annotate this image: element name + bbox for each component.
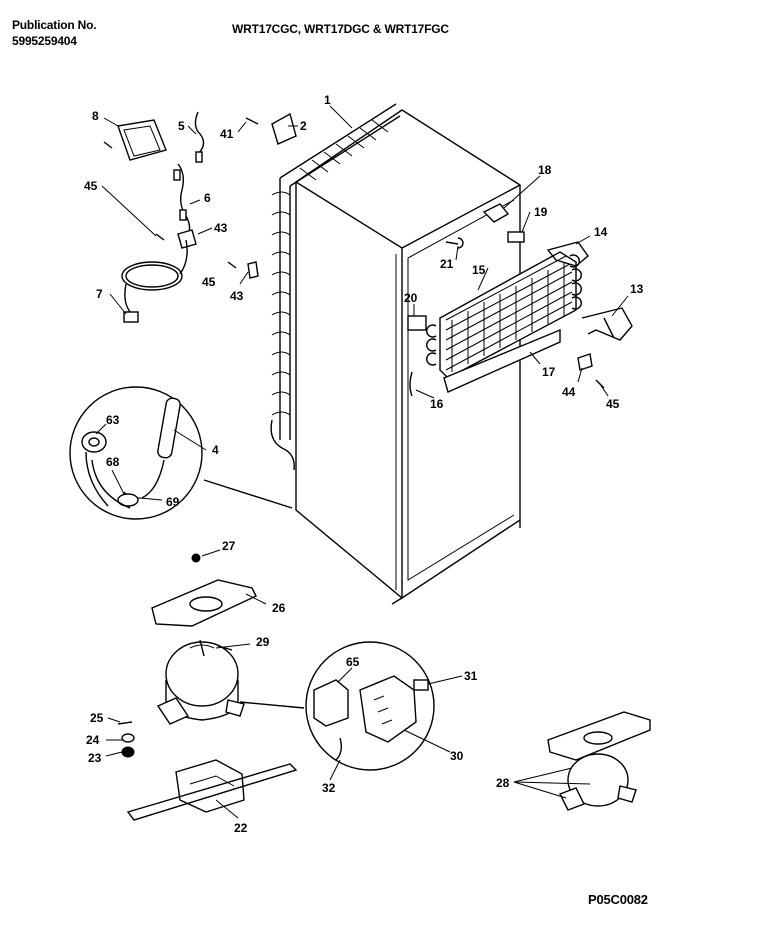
callout-20: 20 bbox=[404, 291, 418, 305]
leader-lines bbox=[95, 105, 629, 819]
screw-41 bbox=[245, 117, 259, 125]
callout-25: 25 bbox=[90, 711, 104, 725]
callout-19: 19 bbox=[534, 205, 548, 219]
heater-bracket bbox=[546, 241, 589, 267]
callout-27: 27 bbox=[222, 539, 236, 553]
fuse-block bbox=[507, 231, 525, 243]
callout-45-mid: 45 bbox=[202, 275, 216, 289]
drain-trough bbox=[443, 328, 561, 393]
callout-30: 30 bbox=[450, 749, 464, 763]
callout-32: 32 bbox=[322, 781, 336, 795]
callout-5: 5 bbox=[178, 119, 185, 133]
screw-45-left bbox=[155, 233, 165, 241]
callout-63: 63 bbox=[106, 413, 120, 427]
callout-2: 2 bbox=[300, 119, 307, 133]
callout-45-top: 45 bbox=[84, 179, 98, 193]
callout-69: 69 bbox=[166, 495, 180, 509]
start-relay bbox=[359, 675, 417, 743]
fan-clip bbox=[581, 307, 633, 341]
evaporator-coil bbox=[426, 251, 582, 379]
callout-13: 13 bbox=[630, 282, 644, 296]
callout-17: 17 bbox=[542, 365, 556, 379]
callout-6: 6 bbox=[204, 191, 211, 205]
callout-18: 18 bbox=[538, 163, 552, 177]
grommet-27 bbox=[191, 553, 201, 563]
compressor bbox=[156, 639, 245, 725]
callout-4: 4 bbox=[212, 443, 219, 457]
bracket-2 bbox=[271, 112, 297, 145]
clip-43-upper bbox=[177, 229, 197, 249]
callout-14: 14 bbox=[594, 225, 608, 239]
callout-68: 68 bbox=[106, 455, 120, 469]
wire-5 bbox=[194, 111, 205, 155]
cover-plate bbox=[117, 119, 167, 161]
screw-45-mid bbox=[227, 261, 237, 269]
callout-45-right: 45 bbox=[606, 397, 620, 411]
relay-cover-65 bbox=[313, 679, 349, 727]
callout-26: 26 bbox=[272, 601, 286, 615]
valve-63 bbox=[81, 431, 107, 453]
callout-44: 44 bbox=[562, 385, 576, 399]
callout-23: 23 bbox=[88, 751, 102, 765]
alt-compressor bbox=[547, 711, 651, 811]
callout-31: 31 bbox=[464, 669, 478, 683]
screw-45-top bbox=[103, 141, 113, 149]
callout-1: 1 bbox=[324, 93, 331, 107]
callout-labels: 1 2 4 5 6 7 8 13 14 15 16 17 18 19 20 21… bbox=[84, 93, 644, 835]
callout-24: 24 bbox=[86, 733, 100, 747]
model-numbers: WRT17CGC, WRT17DGC & WRT17FGC bbox=[232, 22, 449, 36]
defrost-thermostat bbox=[407, 315, 427, 331]
callout-43-upper: 43 bbox=[214, 221, 228, 235]
overload-31 bbox=[413, 679, 429, 691]
clip-43-lower bbox=[247, 261, 259, 279]
power-cord bbox=[121, 239, 188, 323]
callout-28: 28 bbox=[496, 776, 510, 790]
callout-29: 29 bbox=[256, 635, 270, 649]
filter-drier bbox=[157, 397, 181, 459]
callout-15: 15 bbox=[472, 263, 486, 277]
harness-6 bbox=[177, 163, 191, 241]
drier-detail-circle bbox=[69, 386, 293, 520]
callout-21: 21 bbox=[440, 257, 454, 271]
condenser-coil bbox=[270, 103, 401, 471]
wire-32 bbox=[335, 737, 343, 761]
callout-8: 8 bbox=[92, 109, 99, 123]
compressor-tray bbox=[151, 579, 257, 627]
publication-label: Publication No. bbox=[12, 18, 97, 32]
callout-16: 16 bbox=[430, 397, 444, 411]
tube-16 bbox=[409, 371, 413, 397]
callout-65: 65 bbox=[346, 655, 360, 669]
base-rail bbox=[126, 759, 298, 821]
callout-7: 7 bbox=[96, 287, 103, 301]
mounting-hardware bbox=[117, 721, 135, 758]
callout-43-lower: 43 bbox=[230, 289, 244, 303]
defrost-limiter bbox=[482, 203, 510, 223]
clip-44 bbox=[577, 353, 593, 371]
publication-number: 5995259404 bbox=[12, 34, 77, 48]
diagram-code: P05C0082 bbox=[588, 892, 648, 907]
relay-detail-circle bbox=[305, 641, 435, 771]
callout-41: 41 bbox=[220, 127, 234, 141]
screw-21 bbox=[445, 237, 464, 249]
callout-22: 22 bbox=[234, 821, 248, 835]
